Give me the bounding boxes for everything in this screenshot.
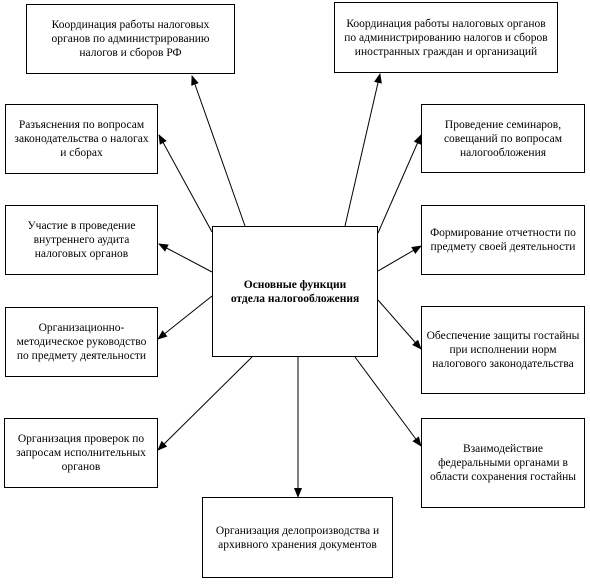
arrow-to-inspections xyxy=(157,356,253,451)
box-records: Организация делопроизводства и архивного… xyxy=(202,497,393,578)
box-state-secret-text: Обеспечение защиты гостайны при исполнен… xyxy=(426,330,580,370)
box-records-text: Организация делопроизводства и архивного… xyxy=(215,524,380,551)
arrow-to-coord-foreign xyxy=(344,73,382,227)
arrow-to-federal-cooperation xyxy=(354,356,422,447)
box-coord-foreign: Координация работы налоговых органов по … xyxy=(334,2,558,73)
arrow-to-seminars xyxy=(377,134,422,234)
arrow-to-state-secret xyxy=(377,299,422,350)
box-reporting-text: Формирование отчетности по предмету свое… xyxy=(430,227,576,253)
box-explanations-text: Разъяснения по вопросам законодательства… xyxy=(14,119,149,159)
box-methodology-text: Организационно-методическое руководство … xyxy=(16,322,147,362)
arrow-to-explanations xyxy=(158,134,213,233)
box-explanations: Разъяснения по вопросам законодательства… xyxy=(5,104,158,174)
arrow-to-audit xyxy=(158,243,213,273)
box-methodology: Организационно-методическое руководство … xyxy=(5,307,158,377)
box-coord-rf: Координация работы налоговых органов по … xyxy=(26,4,235,74)
box-audit: Участие в проведение внутреннего аудита … xyxy=(5,205,158,275)
box-reporting: Формирование отчетности по предмету свое… xyxy=(421,205,585,275)
central-title: Основные функции отдела налогообложения xyxy=(230,278,360,305)
box-inspections-text: Организация проверок по запросам исполни… xyxy=(16,433,146,473)
box-seminars: Проведение семинаров, совещаний по вопро… xyxy=(421,104,585,173)
box-inspections: Организация проверок по запросам исполни… xyxy=(4,418,158,488)
box-audit-text: Участие в проведение внутреннего аудита … xyxy=(27,220,136,260)
box-coord-rf-text: Координация работы налоговых органов по … xyxy=(51,19,210,59)
box-state-secret: Обеспечение защиты гостайны при исполнен… xyxy=(421,306,585,394)
arrow-to-coord-rf xyxy=(191,75,246,227)
box-coord-foreign-text: Координация работы налоговых органов по … xyxy=(344,17,548,58)
box-seminars-text: Проведение семинаров, совещаний по вопро… xyxy=(443,118,563,159)
arrow-to-reporting xyxy=(377,245,422,272)
central-box: Основные функции отдела налогообложения xyxy=(212,226,378,357)
arrow-to-methodology xyxy=(157,295,213,340)
box-federal-cooperation: Взаимодействие федеральными органами в о… xyxy=(421,418,585,508)
box-federal-cooperation-text: Взаимодействие федеральными органами в о… xyxy=(429,443,577,483)
